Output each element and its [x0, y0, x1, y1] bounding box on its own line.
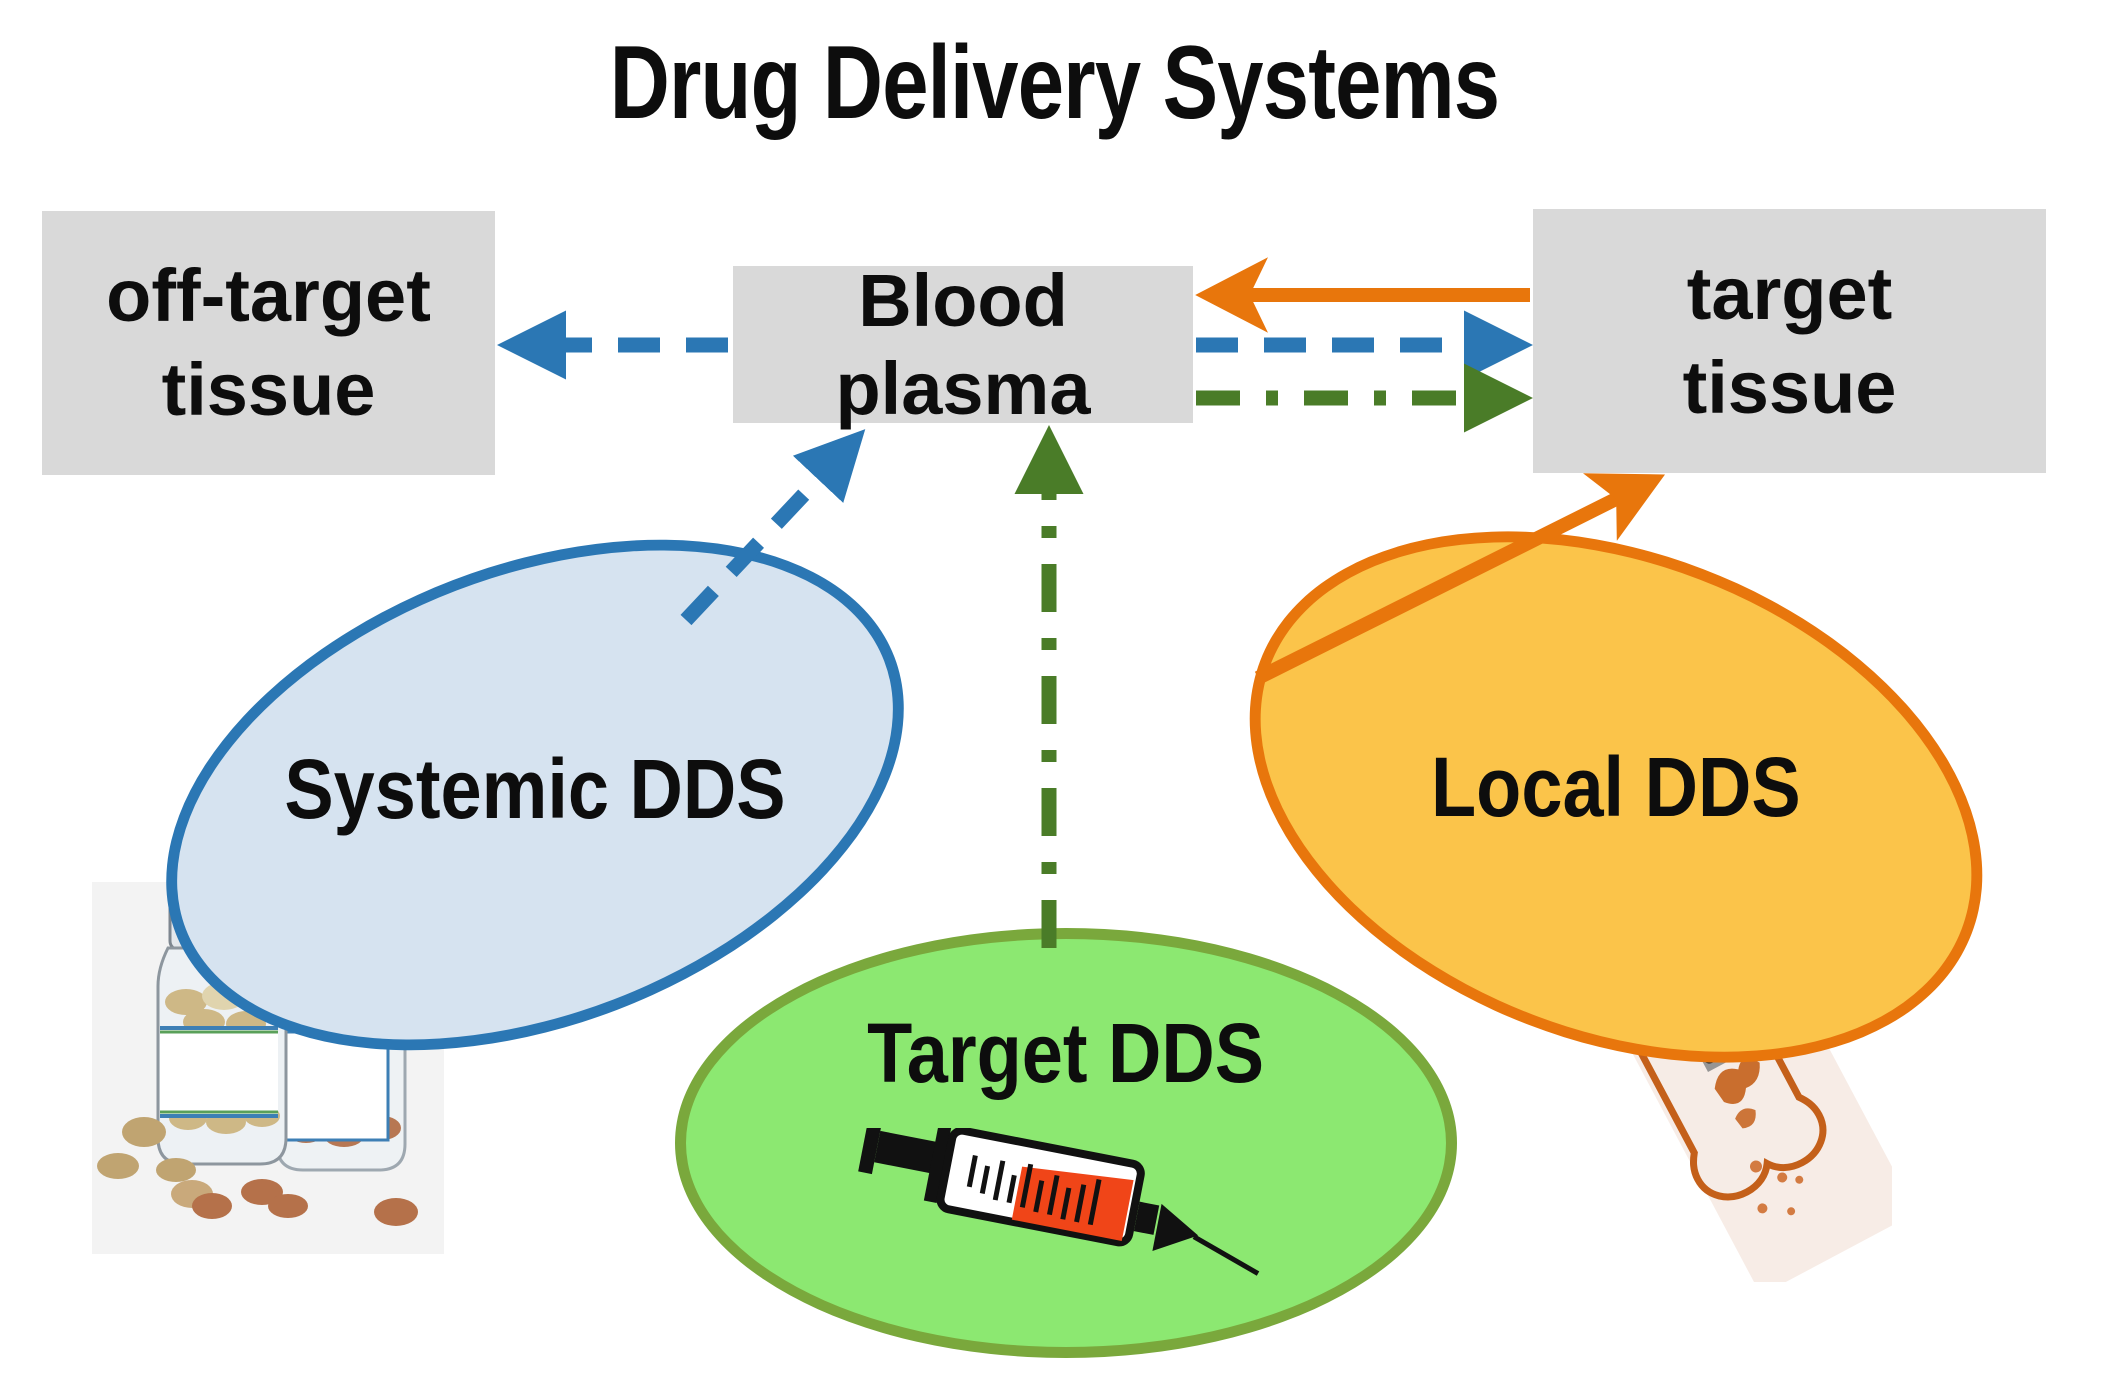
blood-plasma-label: Blood plasma	[835, 258, 1091, 430]
systemic-dds-label: Systemic DDS	[284, 741, 786, 836]
local-dds-label: Local DDS	[1431, 739, 1801, 834]
syringe-icon	[845, 1114, 1265, 1328]
off-target-tissue-line2: tissue	[161, 348, 376, 431]
target-tissue-box[interactable]: target tissue	[1533, 209, 2046, 473]
target-tissue-line1: target	[1686, 252, 1893, 335]
blood-plasma-box[interactable]: Blood plasma	[733, 259, 1193, 430]
target-tissue-line2: tissue	[1682, 346, 1897, 429]
target-dds-ellipse[interactable]: Target DDS	[675, 928, 1457, 1358]
off-target-tissue-box[interactable]: off-target tissue	[42, 211, 495, 475]
target-dds-label: Target DDS	[867, 1006, 1265, 1100]
off-target-tissue-line1: off-target	[106, 254, 431, 337]
page-title: Drug Delivery Systems	[609, 25, 1500, 141]
